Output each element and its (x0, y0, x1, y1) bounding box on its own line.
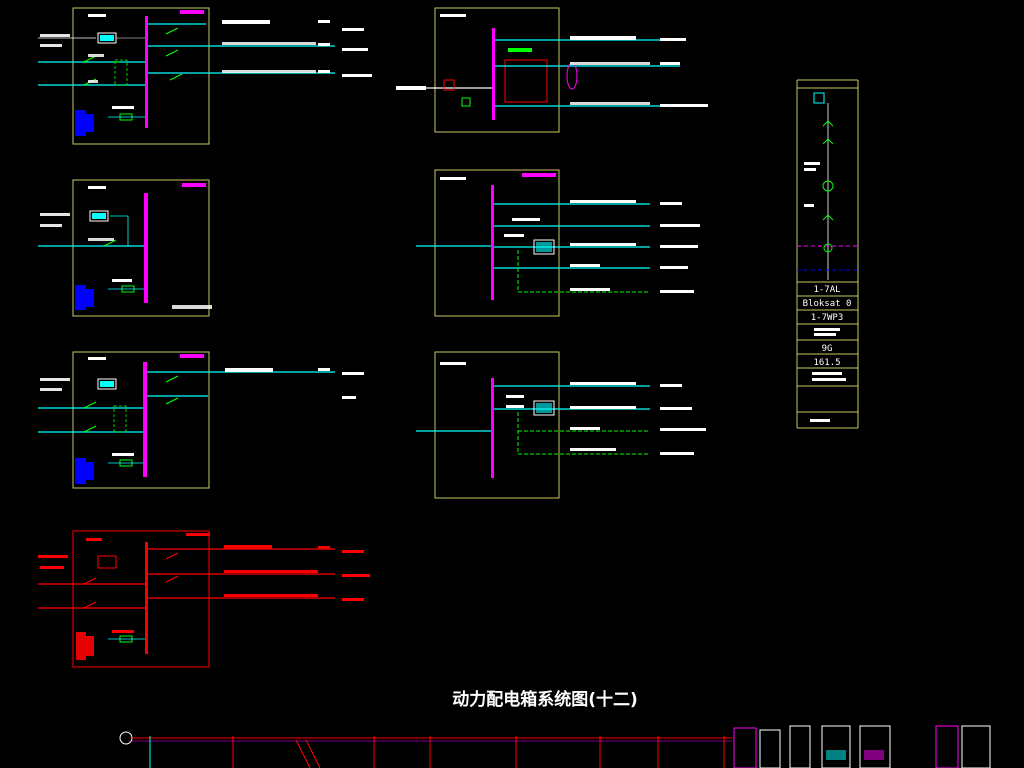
meter-icon (89, 210, 109, 222)
schedule-row-2: Bloksat 0 (803, 299, 852, 309)
panel-1 (38, 7, 372, 145)
panel-5 (396, 7, 708, 133)
schedule-column: 1-7AL Bloksat 0 1-7WP3 9G 161.5 (796, 79, 859, 429)
panel-6 (416, 169, 700, 317)
panel-frame (434, 7, 560, 133)
busbar (491, 378, 494, 478)
busbar (491, 185, 494, 300)
schedule-row-5: 161.5 (813, 358, 840, 368)
panel-frame (434, 351, 560, 499)
drawing-title: 动力配电箱系统图(十二) (452, 689, 638, 710)
meter-icon (533, 239, 555, 255)
panel-4-red (38, 530, 370, 668)
blue-block (75, 110, 86, 136)
panel-frame (72, 351, 210, 489)
blue-block (75, 285, 86, 310)
panel-2 (38, 179, 212, 317)
panel-frame (72, 7, 210, 145)
schedule-row-3: 1-7WP3 (811, 313, 844, 323)
panel-frame (434, 169, 560, 317)
schedule-row-1: 1-7AL (813, 285, 840, 295)
panel-frame (72, 530, 210, 668)
bottom-riser-strip (119, 725, 991, 768)
busbar (145, 542, 148, 654)
busbar (492, 28, 495, 120)
blue-block (75, 458, 86, 484)
busbar (145, 16, 148, 128)
panel-frame (72, 179, 210, 317)
busbar (144, 193, 148, 303)
schedule-row-4: 9G (822, 344, 833, 354)
panel-3 (38, 351, 364, 489)
busbar (143, 362, 147, 477)
meter-icon (533, 400, 555, 416)
panel-7 (416, 351, 706, 499)
meter-icon (97, 378, 117, 390)
